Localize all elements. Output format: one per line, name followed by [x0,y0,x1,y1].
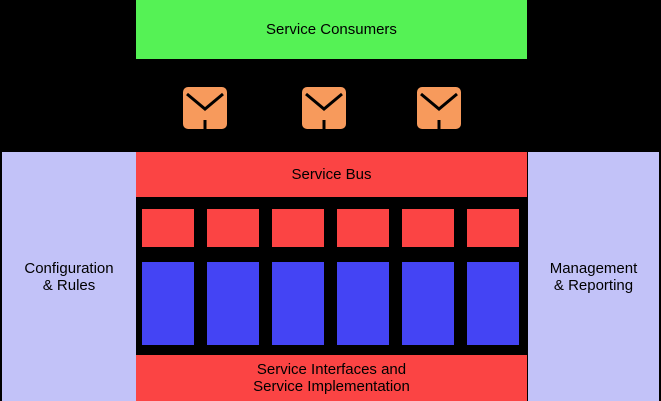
envelope-flap-icon [186,92,224,129]
envelope-flap-icon [305,92,343,129]
service-interface-cell[interactable] [337,209,389,247]
service-interface-cell[interactable] [272,209,324,247]
service-implementation-cell[interactable] [272,262,324,345]
management-and-reporting-panel[interactable]: Management & Reporting [528,152,659,401]
service-interfaces-implementation-block[interactable]: Service Interfaces and Service Implement… [136,355,527,401]
service-bus-block[interactable]: Service Bus [136,152,527,197]
management-and-reporting-label: Management & Reporting [549,259,638,294]
service-implementation-cell[interactable] [207,262,259,345]
configuration-and-rules-panel[interactable]: Configuration & Rules [2,152,136,401]
service-implementation-cell[interactable] [142,262,194,345]
service-interface-cell[interactable] [467,209,519,247]
service-interfaces-implementation-label: Service Interfaces and Service Implement… [253,361,410,395]
service-consumers-block[interactable]: Service Consumers [136,0,527,59]
envelope-icon[interactable] [302,87,346,129]
service-consumers-label: Service Consumers [266,21,397,38]
service-interface-cell[interactable] [402,209,454,247]
envelope-icon[interactable] [417,87,461,129]
service-interface-cell[interactable] [207,209,259,247]
service-interface-cell[interactable] [142,209,194,247]
envelope-icon[interactable] [183,87,227,129]
service-implementation-cell[interactable] [402,262,454,345]
service-bus-label: Service Bus [291,166,372,183]
service-implementation-cell[interactable] [337,262,389,345]
envelope-flap-icon [420,92,458,129]
service-implementation-cell[interactable] [467,262,519,345]
configuration-and-rules-label: Configuration & Rules [24,259,114,294]
